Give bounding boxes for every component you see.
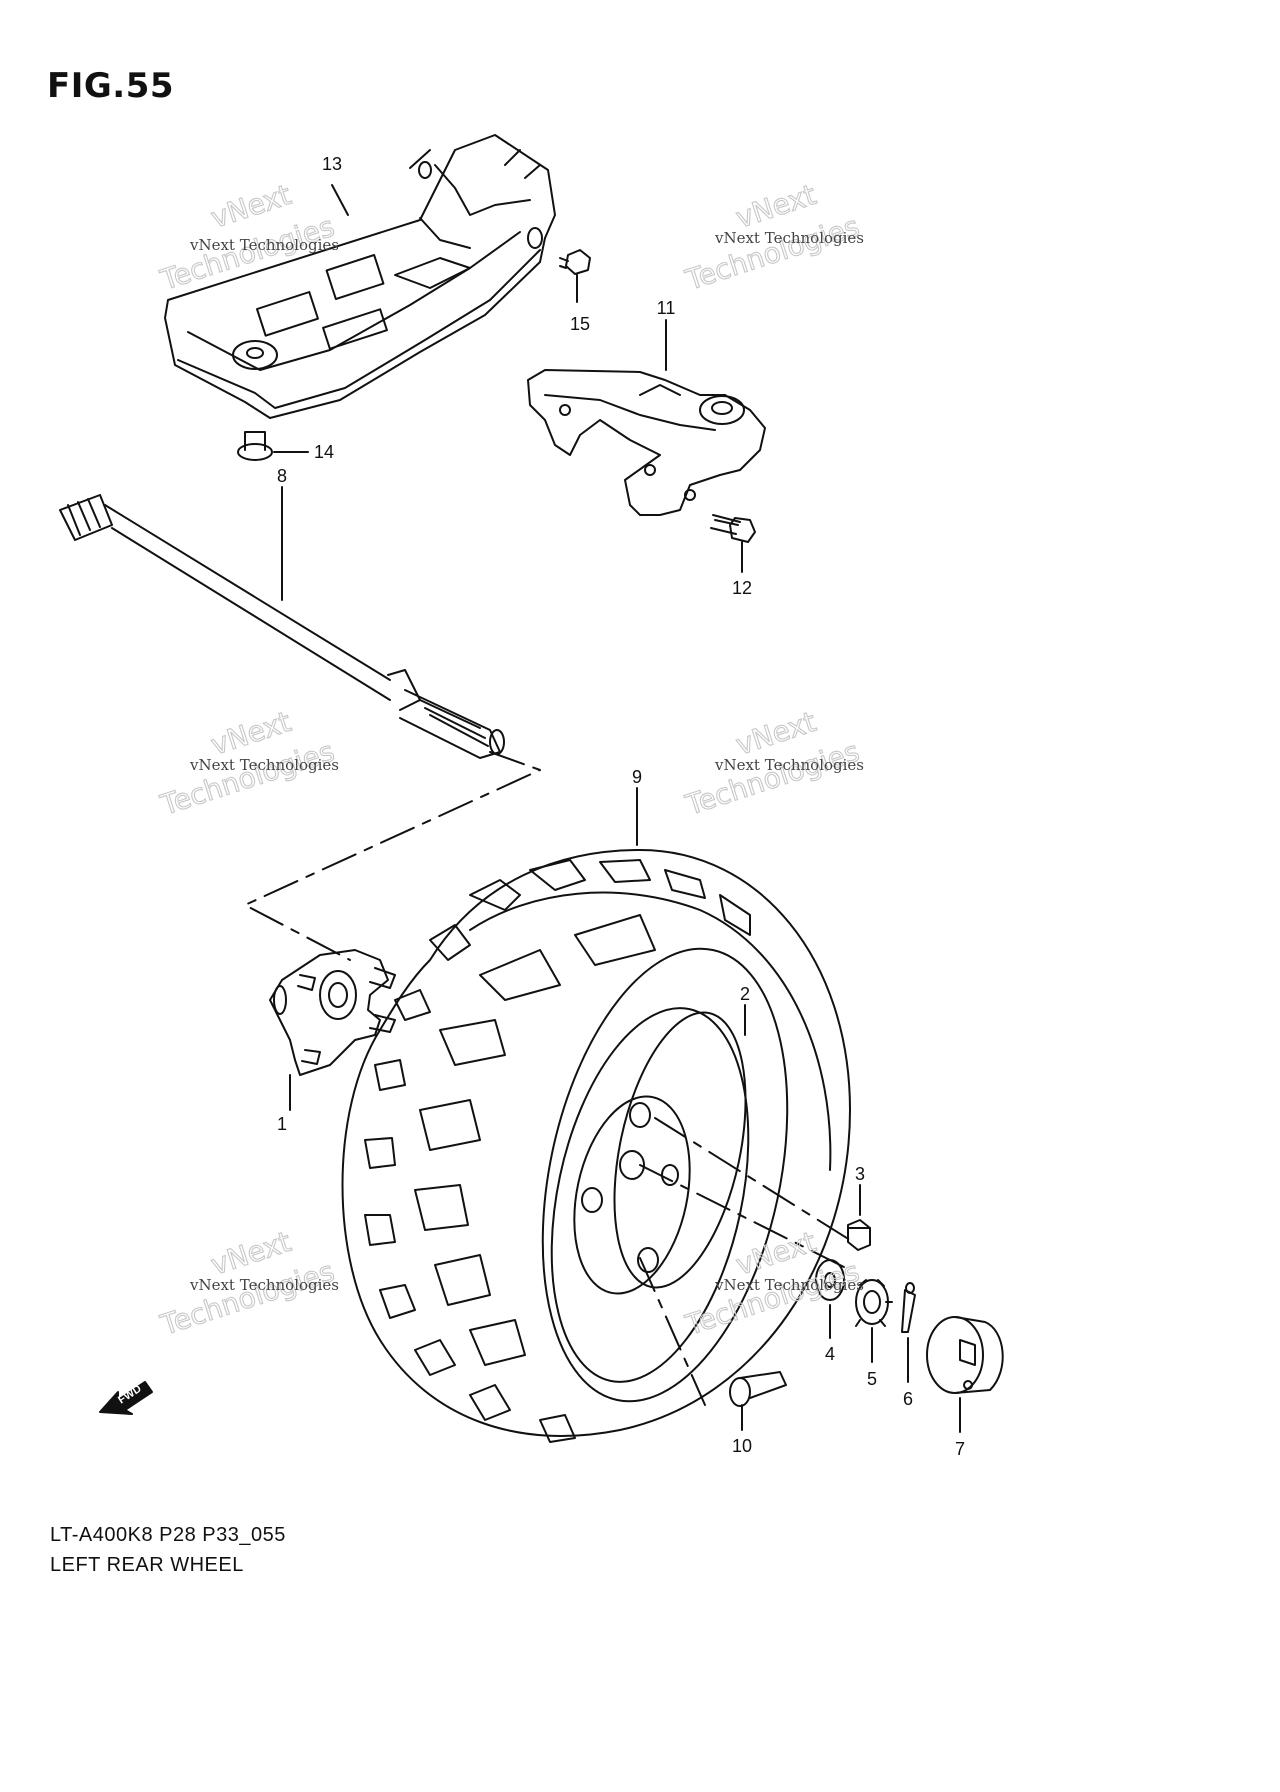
figure-title: FIG.55 [47, 66, 175, 106]
nut-3-part [847, 1219, 871, 1251]
svg-text:vNext Technologies: vNext Technologies [189, 236, 339, 254]
callout-10: 10 [732, 1436, 752, 1456]
cotter-pin-part [901, 1282, 916, 1333]
callout-12: 12 [732, 578, 752, 598]
svg-text:vNext Technologies: vNext Technologies [189, 756, 339, 774]
watermark-mid-right: vNext Technologies vNext Technologies [680, 704, 864, 822]
diagram-caption: LEFT REAR WHEEL [50, 1554, 244, 1576]
watermark-bottom-left: vNext Technologies vNext Technologies [155, 1224, 339, 1342]
callout-13: 13 [322, 154, 342, 174]
tire-part [341, 849, 851, 1443]
skid-plate-part [164, 134, 556, 419]
watermark-top-right: vNext Technologies vNext Technologies [680, 177, 864, 297]
wheel-hub-part [269, 949, 396, 1076]
svg-text:vNext Technologies: vNext Technologies [189, 1276, 339, 1294]
bolt-12-part [710, 514, 756, 573]
diagram-code: LT-A400K8 P28 P33_055 [50, 1524, 286, 1546]
callout-15: 15 [570, 314, 590, 334]
drive-shaft-part [59, 494, 505, 759]
fwd-arrow-icon: FWD [99, 1381, 153, 1415]
hub-cap-part [926, 1316, 1004, 1394]
valve-stem-part [729, 1371, 787, 1431]
callout-9: 9 [632, 767, 642, 787]
callout-6: 6 [903, 1389, 913, 1409]
callout-1: 1 [277, 1114, 287, 1134]
bolt-15-part [559, 249, 591, 303]
bracket-part [527, 369, 766, 516]
svg-text:vNext Technologies: vNext Technologies [714, 756, 864, 774]
callout-7: 7 [955, 1439, 965, 1459]
wheel-rim-part [541, 947, 789, 1403]
svg-text:vNext Technologies: vNext Technologies [714, 1276, 864, 1294]
watermark-top-left: vNext Technologies vNext Technologies [155, 177, 339, 297]
callout-2: 2 [740, 984, 750, 1004]
callout-14: 14 [314, 442, 334, 462]
watermark-mid-left: vNext Technologies vNext Technologies [155, 704, 339, 822]
callout-4: 4 [825, 1344, 835, 1364]
washer-part [815, 1259, 845, 1301]
callout-3: 3 [855, 1164, 865, 1184]
bolt-14-part [237, 431, 309, 461]
svg-text:vNext Technologies: vNext Technologies [714, 229, 864, 247]
castle-nut-part [855, 1279, 893, 1327]
callout-11: 11 [657, 298, 676, 318]
callout-5: 5 [867, 1369, 877, 1389]
callout-8: 8 [277, 466, 287, 486]
